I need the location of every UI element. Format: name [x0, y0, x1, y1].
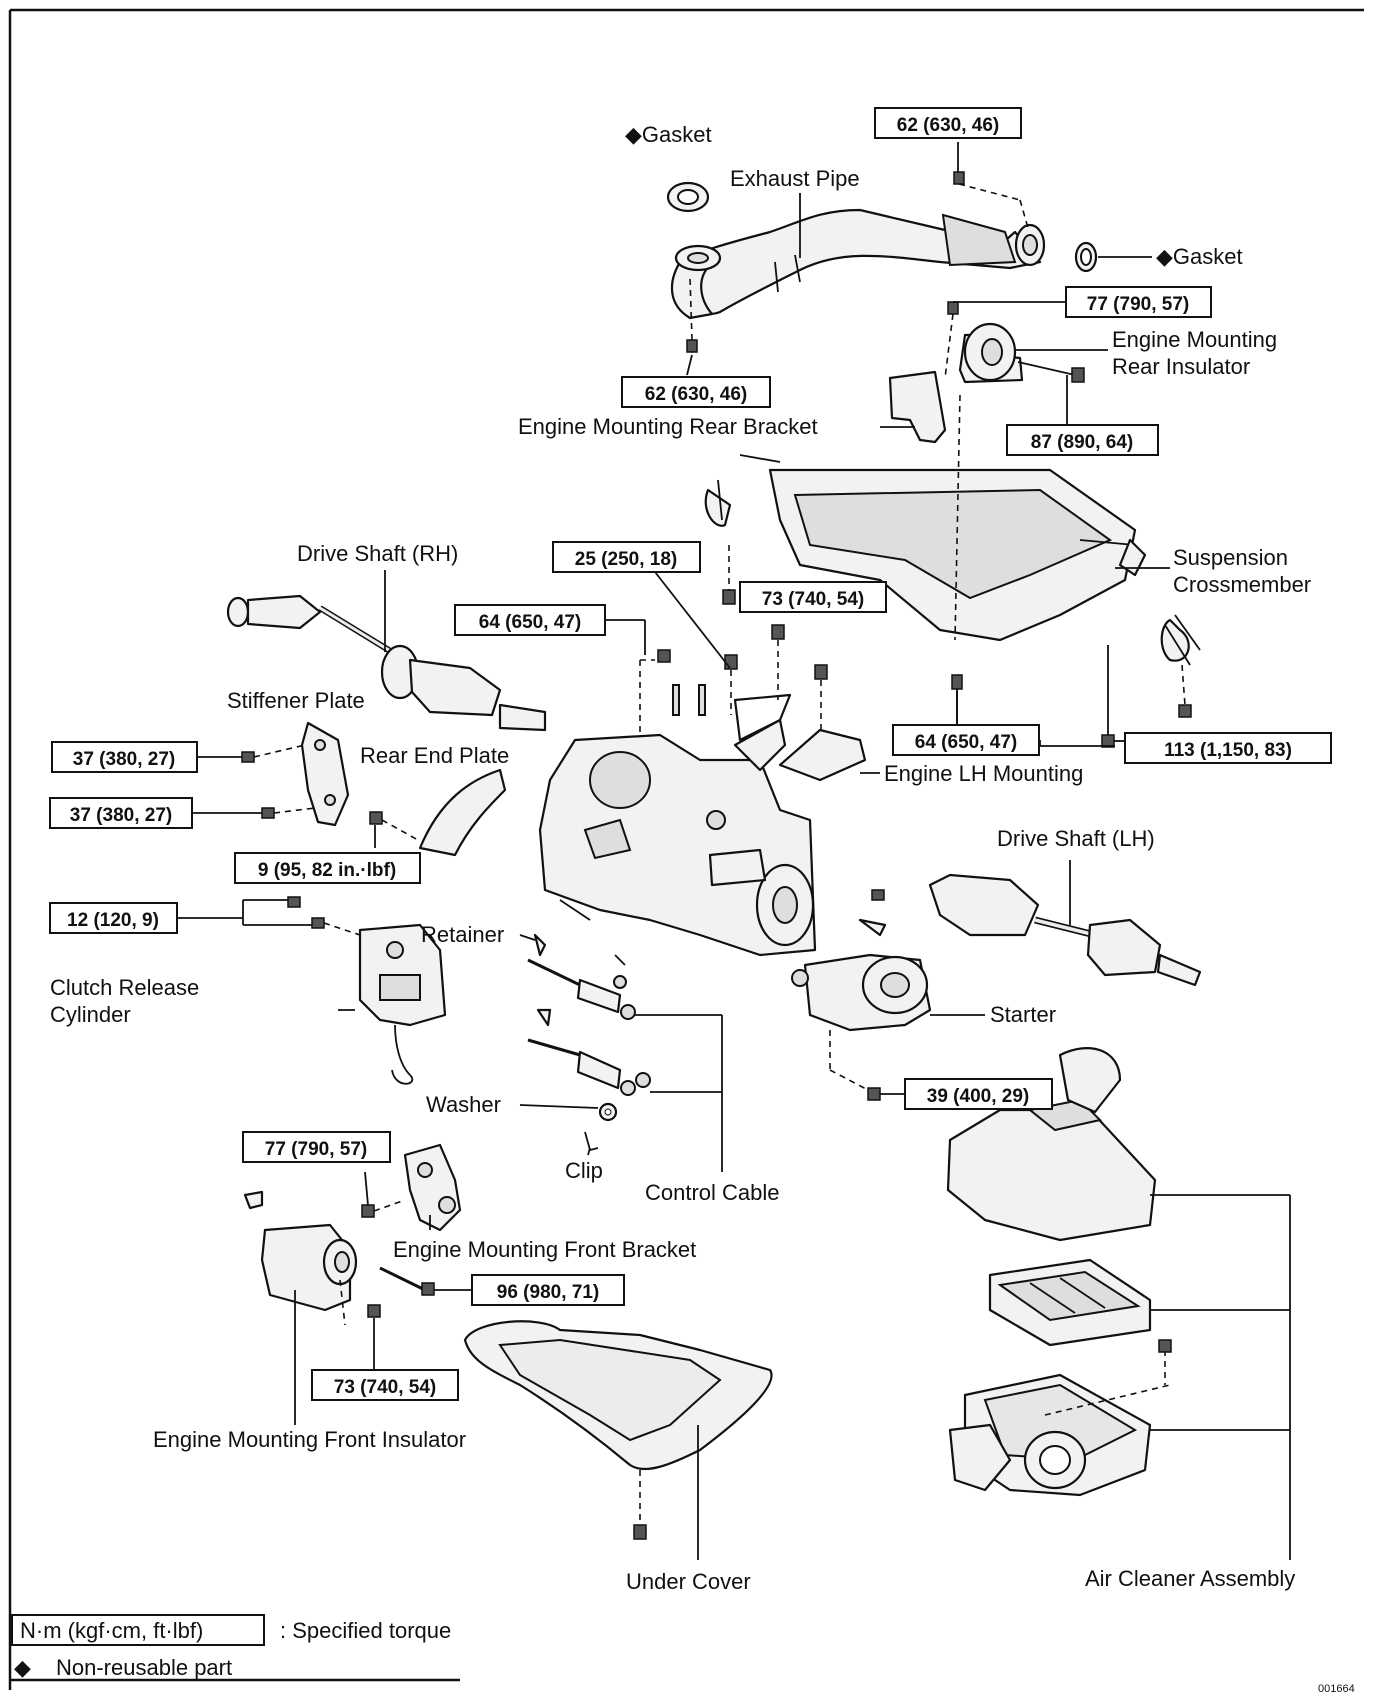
label-washer: Washer [426, 1092, 501, 1117]
torque-value: 9 (95, 82 in.·lbf) [258, 860, 396, 881]
torque-box-rear-insulator-top: 77 (790, 57) [1065, 286, 1212, 318]
torque-value: 77 (790, 57) [1087, 294, 1189, 315]
label-stiffener-plate: Stiffener Plate [227, 688, 365, 713]
gasket-top-drawing [666, 181, 710, 213]
torque-box-clutch-12: 12 (120, 9) [49, 902, 178, 934]
legend-torque-desc: : Specified torque [280, 1618, 451, 1643]
label-under-cover: Under Cover [626, 1569, 751, 1594]
legend-torque-unit: N·m (kgf·cm, ft·lbf) [20, 1618, 203, 1643]
front-insulator-drawing [243, 1190, 435, 1326]
torque-box-rear-insulator-bolt: 87 (890, 64) [1006, 424, 1159, 456]
label-air-cleaner-assembly: Air Cleaner Assembly [1085, 1566, 1295, 1591]
torque-value: 62 (630, 46) [897, 115, 999, 136]
label-rear-insulator-line2: Rear Insulator [1112, 354, 1250, 379]
control-cable-drawing [527, 954, 651, 1096]
torque-specs: 62 (630, 46) 62 (630, 46) 77 (790, 57) 8… [49, 107, 1332, 1401]
rear-end-plate-drawing [369, 768, 507, 857]
drive-shaft-lh-drawing [928, 873, 1202, 987]
torque-box-starter-39: 39 (400, 29) [904, 1078, 1053, 1110]
drive-shaft-rh-drawing [226, 594, 547, 732]
exhaust-pipe-drawing [670, 208, 1046, 320]
label-crossmember-line2: Crossmember [1173, 572, 1311, 597]
torque-value: 64 (650, 47) [915, 732, 1017, 753]
part-labels: ◆Gasket Exhaust Pipe ◆Gasket Engine Moun… [50, 122, 1311, 1594]
figure-code: 001664 [1318, 1683, 1355, 1695]
torque-connector-lines [177, 142, 1125, 1370]
legend-nonreusable-desc: Non-reusable part [56, 1655, 232, 1680]
torque-value: 87 (890, 64) [1031, 432, 1133, 453]
label-gasket-right: ◆Gasket [1156, 244, 1243, 269]
under-cover-drawing [463, 1320, 773, 1540]
engine-lh-mounting-drawing [639, 479, 867, 782]
label-starter: Starter [990, 1002, 1056, 1027]
label-rear-end-plate: Rear End Plate [360, 743, 509, 768]
transaxle-drawing [538, 733, 817, 957]
label-clutch-line2: Cylinder [50, 1002, 131, 1027]
torque-box-exhaust-lower: 62 (630, 46) [621, 376, 771, 408]
torque-value: 73 (740, 54) [334, 1377, 436, 1398]
label-control-cable: Control Cable [645, 1180, 780, 1205]
torque-box-bolt-64-right: 64 (650, 47) [892, 724, 1040, 756]
washer-drawing [598, 1102, 618, 1122]
gasket-right-drawing [1074, 241, 1098, 273]
rear-bracket-drawing [888, 301, 959, 444]
clip-drawing [584, 1131, 599, 1152]
starter-drawing [791, 889, 932, 1101]
air-cleaner-element-drawing [988, 1258, 1152, 1347]
torque-value: 77 (790, 57) [265, 1139, 367, 1160]
label-retainer: Retainer [421, 922, 504, 947]
label-crossmember-line1: Suspension [1173, 545, 1288, 570]
torque-box-front-insulator-96: 96 (980, 71) [471, 1274, 625, 1306]
legend: N·m (kgf·cm, ft·lbf) : Specified torque … [11, 1614, 451, 1680]
torque-box-front-insulator-73: 73 (740, 54) [311, 1369, 459, 1401]
torque-value: 39 (400, 29) [927, 1086, 1029, 1107]
front-bracket-drawing [361, 1143, 462, 1232]
rear-insulator-drawing [958, 322, 1085, 384]
torque-box-stiffener-lower: 37 (380, 27) [49, 797, 193, 829]
leader-lines [294, 193, 1291, 1560]
torque-box-bracket-25: 25 (250, 18) [552, 541, 701, 573]
torque-value: 37 (380, 27) [73, 749, 175, 770]
retainer-drawing [533, 933, 547, 957]
air-cleaner-lower-drawing [948, 1339, 1172, 1497]
torque-value: 62 (630, 46) [645, 384, 747, 405]
page-frame [8, 8, 1364, 1690]
label-drive-shaft-lh: Drive Shaft (LH) [997, 826, 1155, 851]
torque-box-stiffener-upper: 37 (380, 27) [51, 741, 198, 773]
torque-value: 12 (120, 9) [67, 910, 159, 931]
torque-box-bolt-64-left: 64 (650, 47) [454, 604, 606, 636]
exhaust-bolts-drawing [686, 171, 1029, 353]
suspension-crossmember-drawing [739, 454, 1147, 642]
torque-value: 37 (380, 27) [70, 805, 172, 826]
legend-nonreusable-symbol: ◆ [14, 1655, 31, 1680]
torque-value: 73 (740, 54) [762, 589, 864, 610]
label-exhaust-pipe: Exhaust Pipe [730, 166, 860, 191]
crossmember-bolts-drawing [951, 394, 1201, 748]
torque-value: 25 (250, 18) [575, 549, 677, 570]
label-gasket-top: ◆Gasket [625, 122, 712, 147]
label-rear-bracket: Engine Mounting Rear Bracket [518, 414, 818, 439]
torque-box-exhaust-upper: 62 (630, 46) [874, 107, 1022, 139]
torque-value: 113 (1,150, 83) [1164, 740, 1292, 761]
label-clip: Clip [565, 1158, 603, 1183]
label-engine-lh-mounting: Engine LH Mounting [884, 761, 1083, 786]
torque-value: 64 (650, 47) [479, 612, 581, 633]
label-rear-insulator-line1: Engine Mounting [1112, 327, 1277, 352]
torque-box-crossmember-113: 113 (1,150, 83) [1124, 732, 1332, 764]
label-clutch-line1: Clutch Release [50, 975, 199, 1000]
stiffener-plate-drawing [241, 721, 350, 827]
label-drive-shaft-rh: Drive Shaft (RH) [297, 541, 458, 566]
torque-box-front-bracket-77: 77 (790, 57) [242, 1131, 391, 1163]
torque-value: 96 (980, 71) [497, 1282, 599, 1303]
torque-box-bolt-73-top: 73 (740, 54) [739, 581, 887, 613]
label-front-bracket: Engine Mounting Front Bracket [393, 1237, 696, 1262]
clutch-release-cylinder-drawing [287, 896, 447, 1085]
torque-box-rear-end-plate-9: 9 (95, 82 in.·lbf) [234, 852, 421, 884]
air-cleaner-upper-drawing [946, 1047, 1157, 1242]
label-front-insulator: Engine Mounting Front Insulator [153, 1427, 466, 1452]
